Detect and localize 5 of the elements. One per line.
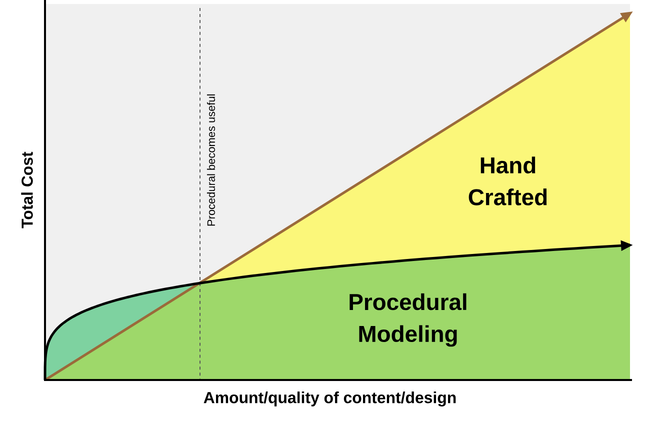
region-label: Procedural Modeling: [350, 293, 466, 347]
annotation: Procedural becomes useful: [206, 94, 216, 226]
axis-title: Total Cost: [21, 152, 33, 228]
axis-title: Amount/quality of content/design: [204, 392, 456, 406]
region-label: Hand Crafted: [468, 156, 547, 206]
